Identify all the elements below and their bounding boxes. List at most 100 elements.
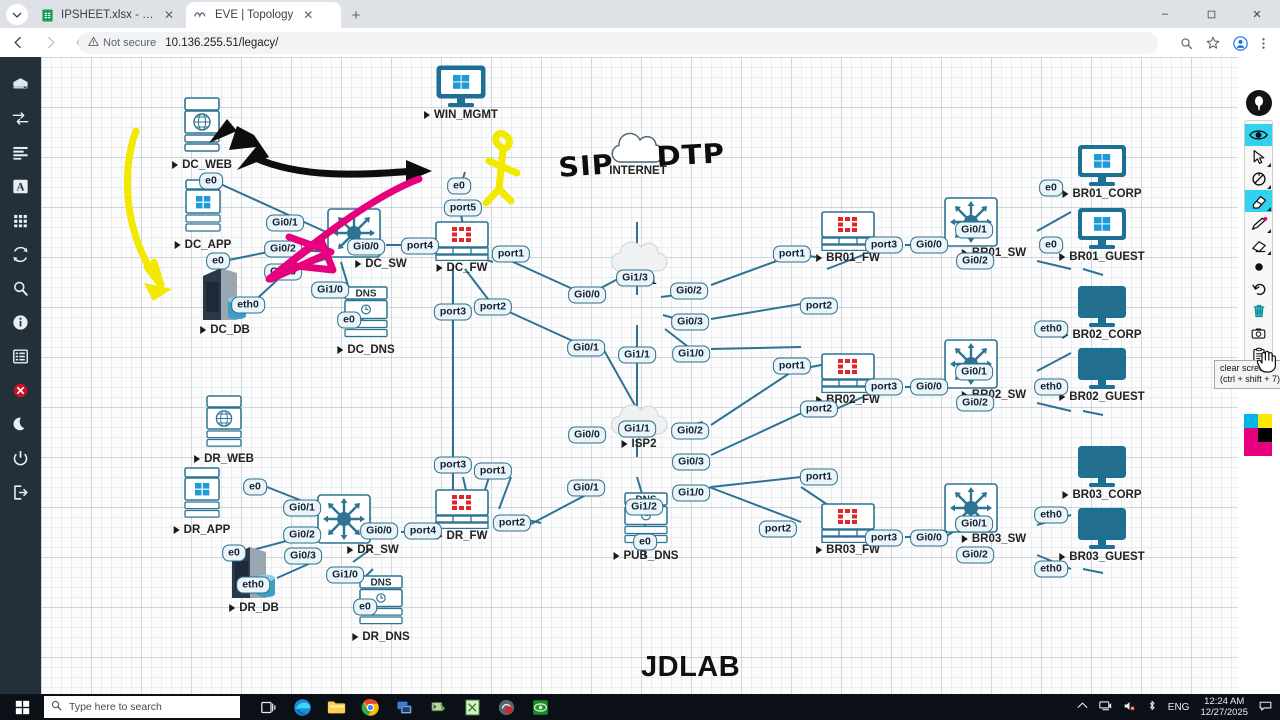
screenshot-icon[interactable] [1245, 322, 1272, 344]
node-DC_APP[interactable]: DC_APP [174, 179, 231, 251]
profile-avatar-icon[interactable] [1233, 35, 1248, 51]
interface-pill[interactable]: e0 [199, 172, 223, 190]
node-BR03_GUEST[interactable]: BR03_GUEST [1059, 507, 1145, 563]
interface-pill[interactable]: Gi0/2 [956, 394, 994, 412]
interface-pill[interactable]: Gi1/2 [625, 498, 663, 516]
interface-pill[interactable]: port1 [772, 357, 812, 375]
node-BR02_CORP[interactable]: BR02_CORP [1062, 285, 1142, 341]
interface-pill[interactable]: Gi0/1 [955, 221, 993, 239]
brush-size-icon[interactable] [1245, 256, 1272, 278]
interface-pill[interactable]: Gi0/3 [284, 547, 322, 565]
node-BR02_FW[interactable]: BR02_FW [816, 353, 880, 406]
interface-pill[interactable]: port4 [403, 522, 443, 540]
interface-pill[interactable]: e0 [1039, 179, 1063, 197]
interface-pill[interactable]: Gi0/0 [910, 378, 948, 396]
interface-pill[interactable]: Gi0/0 [360, 522, 398, 540]
sidebar-item-startup-configs[interactable] [0, 135, 41, 169]
epic-pen-logo-icon[interactable] [1246, 90, 1272, 116]
interface-pill[interactable]: Gi0/2 [670, 282, 708, 300]
node-INTERNET[interactable]: INTERNET [607, 132, 669, 177]
putty-icon[interactable] [428, 697, 449, 718]
swatch-yellow[interactable] [1258, 414, 1272, 428]
interface-pill[interactable]: Gi1/0 [326, 566, 364, 584]
interface-pill[interactable]: port2 [799, 400, 839, 418]
sidebar-item-status[interactable] [0, 339, 41, 373]
swatch-magenta[interactable] [1244, 428, 1258, 442]
interface-pill[interactable]: port1 [473, 462, 513, 480]
sidebar-item-refresh[interactable] [0, 237, 41, 271]
interface-pill[interactable]: e0 [337, 311, 361, 329]
interface-pill[interactable]: e0 [243, 478, 267, 496]
taskbar-clock[interactable]: 12:24 AM 12/27/2025 [1200, 696, 1248, 718]
eye-visibility-icon[interactable] [1245, 124, 1272, 146]
tab-search-button[interactable] [6, 4, 28, 25]
highlighter-icon[interactable] [1245, 190, 1272, 212]
pen-icon[interactable] [1245, 212, 1272, 234]
kebab-menu-icon[interactable] [1261, 36, 1266, 51]
sidebar-item-power[interactable] [0, 441, 41, 475]
new-tab-button[interactable]: + [351, 7, 361, 24]
interface-pill[interactable]: eth0 [231, 296, 265, 314]
interface-pill[interactable]: Gi0/1 [955, 515, 993, 533]
swatch-cyan[interactable] [1244, 414, 1258, 428]
interface-pill[interactable]: Gi0/3 [671, 313, 709, 331]
interface-pill[interactable]: e0 [206, 252, 230, 270]
interface-pill[interactable]: port3 [864, 236, 904, 254]
node-DR_APP[interactable]: DR_APP [173, 467, 230, 536]
sidebar-item-close-lab[interactable] [0, 373, 41, 407]
undo-icon[interactable] [1245, 278, 1272, 300]
interface-pill[interactable]: Gi0/3 [672, 453, 710, 471]
interface-pill[interactable]: Gi0/0 [347, 238, 385, 256]
interface-pill[interactable]: port2 [492, 514, 532, 532]
node-BR03_CORP[interactable]: BR03_CORP [1062, 445, 1142, 501]
interface-pill[interactable]: Gi0/2 [956, 546, 994, 564]
node-DR_DNS[interactable]: DNS DR_DNS [352, 575, 410, 643]
interface-pill[interactable]: port3 [864, 529, 904, 547]
back-button[interactable] [4, 29, 32, 57]
node-DC_WEB[interactable]: DC_WEB [172, 97, 232, 171]
interface-pill[interactable]: e0 [1039, 236, 1063, 254]
interface-pill[interactable]: Gi0/2 [956, 252, 994, 270]
interface-pill[interactable]: port1 [772, 245, 812, 263]
interface-pill[interactable]: port1 [491, 245, 531, 263]
node-WIN_MGMT[interactable]: WIN_MGMT [424, 65, 498, 121]
star-icon[interactable] [1206, 36, 1220, 50]
interface-pill[interactable]: port2 [799, 297, 839, 315]
chrome-icon[interactable] [360, 697, 381, 718]
sidebar-item-nodes[interactable] [0, 67, 41, 101]
tab-close-button[interactable]: ✕ [303, 8, 314, 22]
no-draw-icon[interactable] [1245, 168, 1272, 190]
interface-pill[interactable]: Gi0/0 [910, 236, 948, 254]
interface-pill[interactable]: eth0 [1034, 560, 1068, 578]
network-icon[interactable] [1099, 700, 1112, 715]
interface-pill[interactable]: eth0 [236, 576, 270, 594]
node-BR03_FW[interactable]: BR03_FW [816, 503, 880, 556]
address-bar[interactable]: Not secure 10.136.255.51/legacy/ [78, 32, 1158, 54]
eve-ng-icon[interactable] [530, 697, 551, 718]
interface-pill[interactable]: Gi1/0 [311, 281, 349, 299]
node-DR_FW[interactable]: DR_FW [435, 489, 489, 542]
sidebar-item-text-objects[interactable]: A [0, 169, 41, 203]
interface-pill[interactable]: Gi0/2 [283, 526, 321, 544]
interface-pill[interactable]: port2 [758, 520, 798, 538]
node-DC_DB[interactable]: DC_DB [197, 262, 253, 336]
edge-icon[interactable] [292, 697, 313, 718]
interface-pill[interactable]: Gi0/0 [568, 286, 606, 304]
interface-pill[interactable]: port5 [443, 199, 483, 217]
interface-pill[interactable]: Gi1/0 [672, 484, 710, 502]
swatch-black[interactable] [1258, 428, 1272, 442]
security-badge[interactable]: Not secure [88, 36, 156, 50]
interface-pill[interactable]: Gi0/1 [955, 363, 993, 381]
sidebar-item-logout[interactable] [0, 475, 41, 509]
interface-pill[interactable]: Gi1/1 [618, 346, 656, 364]
interface-pill[interactable]: Gi1/1 [618, 420, 656, 438]
interface-pill[interactable]: eth0 [1034, 320, 1068, 338]
interface-pill[interactable]: e0 [353, 598, 377, 616]
sidebar-item-info[interactable] [0, 305, 41, 339]
interface-pill[interactable]: port3 [433, 303, 473, 321]
interface-pill[interactable]: eth0 [1034, 506, 1068, 524]
interface-pill[interactable]: Gi1/0 [672, 345, 710, 363]
interface-pill[interactable]: e0 [447, 177, 471, 195]
volume-muted-icon[interactable] [1123, 700, 1136, 715]
sidebar-item-search[interactable] [0, 271, 41, 305]
